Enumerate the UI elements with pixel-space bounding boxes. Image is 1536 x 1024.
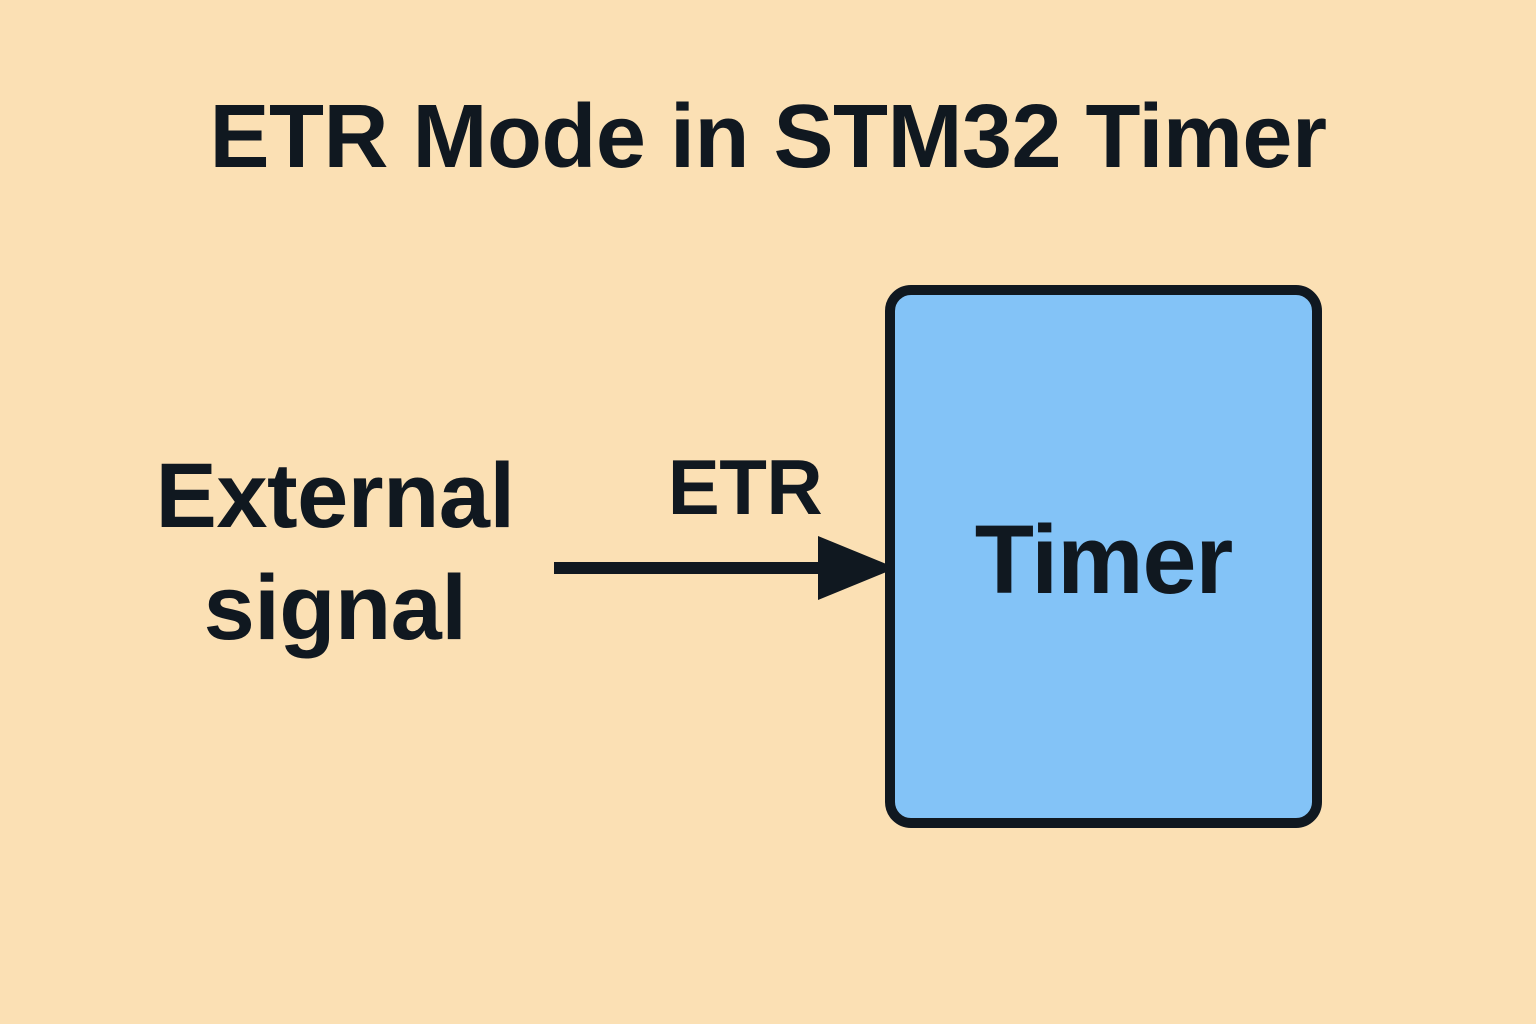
arrow-right-icon <box>554 536 896 600</box>
diagram-title: ETR Mode in STM32 Timer <box>209 87 1327 187</box>
timer-block-label: Timer <box>974 505 1233 614</box>
source-signal-label: External signal <box>110 440 560 664</box>
source-signal-label-line-2: signal <box>203 557 467 660</box>
etr-connector-label: ETR <box>667 443 823 531</box>
source-signal-label-line-1: External <box>155 445 515 547</box>
timer-block: Timer <box>885 285 1322 828</box>
